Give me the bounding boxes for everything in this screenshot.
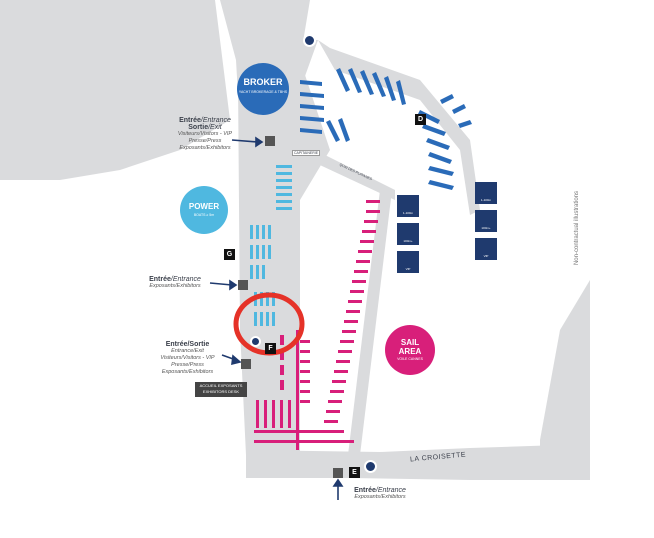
accueil-line1: ACCUEIL EXPOSANTS [199, 383, 243, 388]
east-seawall [318, 40, 480, 215]
entrance-gate-lower [241, 359, 251, 369]
broker-area-badge: BROKER YACHT BROKERAGE & TBHS [237, 63, 289, 115]
harbor-marker-top [303, 34, 316, 47]
sail-berths [254, 200, 380, 450]
power-title: POWER [188, 202, 220, 211]
left-coast-land [0, 0, 230, 180]
power-area-badge: POWER BOATS ≥ 5m [180, 186, 228, 234]
harbor-marker-e [364, 460, 377, 473]
gate-e-marker: E [349, 467, 360, 478]
quay-label-left: CAPITAINERIE [292, 150, 321, 156]
entrance-gate-middle [238, 280, 248, 290]
accueil-line2: EXHIBITORS DESK [202, 389, 240, 394]
right-land [540, 280, 590, 480]
broker-berths [300, 68, 472, 190]
sail-pier [348, 190, 392, 455]
sail-title: SAIL AREA [398, 338, 422, 356]
accueil-exposants-box: ACCUEIL EXPOSANTS EXHIBITORS DESK [195, 382, 247, 397]
power-subtitle: BOATS ≥ 5m [193, 213, 215, 217]
broker-subtitle: YACHT BROKERAGE & TBHS [238, 90, 288, 94]
disclaimer-note: Non-contractual illustrations [574, 190, 581, 266]
sail-subtitle: VOILE CANNES [397, 357, 423, 361]
legend-tile-2: 100m+ [397, 223, 419, 245]
legend-tile-4: 1-100m [475, 182, 497, 204]
sail-area-badge: SAIL AREA VOILE CANNES [385, 325, 435, 375]
legend-tile-3: VIP [397, 251, 419, 273]
legend-tile-5: 100m+ [475, 210, 497, 232]
entrance-label-middle: Entrée/Entrance Exposants/Exhibitors [149, 276, 201, 289]
entrance-label-bottom: Entrée/Entrance Exposants/Exhibitors [354, 487, 406, 500]
legend-tile-1: 1-100m [397, 195, 419, 217]
broker-title: BROKER [243, 77, 283, 87]
entrance-label-top: Entrée/Entrance Sortie/Exit Visiteurs/Vi… [177, 117, 233, 151]
gate-g-marker: G [224, 249, 235, 260]
entrance-gate-bottom [333, 468, 343, 478]
entrance-arrows [209, 136, 344, 500]
harbor-marker-f [250, 336, 261, 347]
legend-tile-6: VIP [475, 238, 497, 260]
gate-d-marker: D [415, 114, 426, 125]
entrance-label-lower: Entrée/Sortie Entrance/Exit Visiteurs/Vi… [160, 341, 215, 375]
entrance-gate-top [265, 136, 275, 146]
gate-f-marker: F [265, 343, 276, 354]
croisette-road [246, 445, 590, 480]
